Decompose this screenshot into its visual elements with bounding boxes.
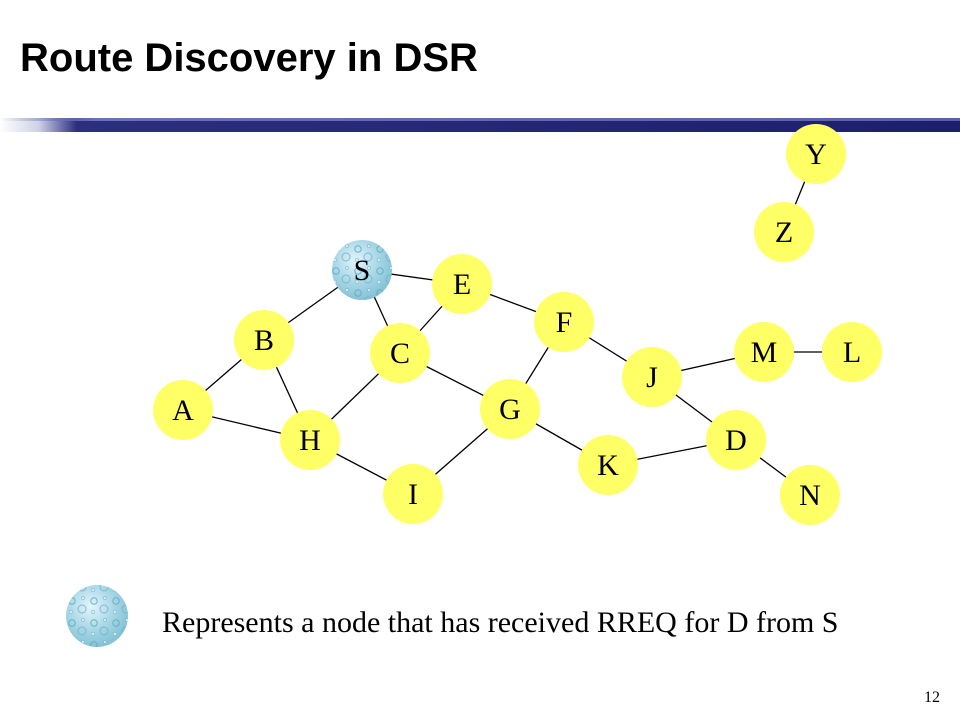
node-l-circle — [822, 322, 882, 382]
node-k-label: K — [597, 449, 619, 482]
node-i-label: I — [408, 478, 418, 511]
node-j: J — [622, 347, 682, 407]
slide-title: Route Discovery in DSR — [20, 36, 478, 80]
node-m: M — [734, 322, 794, 382]
node-h-label: H — [299, 424, 321, 457]
node-e: E — [432, 254, 492, 314]
node-d-label: D — [725, 424, 747, 457]
node-i: I — [383, 464, 443, 524]
node-y: Y — [786, 124, 846, 184]
node-c-label: C — [390, 337, 410, 370]
node-layer: S E B C F A H G I J K M L D N Y Z — [153, 124, 882, 525]
node-k: K — [578, 435, 638, 495]
node-h: H — [280, 410, 340, 470]
node-b-label: B — [254, 324, 274, 357]
node-h-circle — [280, 410, 340, 470]
node-a: A — [153, 380, 213, 440]
node-b-circle — [234, 310, 294, 370]
legend-node-icon — [66, 585, 128, 647]
node-l: L — [822, 322, 882, 382]
page-number: 12 — [924, 689, 940, 706]
node-g-circle — [480, 379, 540, 439]
node-g-label: G — [499, 393, 521, 426]
node-j-circle — [622, 347, 682, 407]
node-d-circle — [706, 410, 766, 470]
node-y-label: Y — [805, 138, 827, 171]
node-c: C — [370, 323, 430, 383]
node-k-circle — [578, 435, 638, 495]
legend-text: Represents a node that has received RREQ… — [162, 606, 839, 639]
node-m-circle — [734, 322, 794, 382]
node-z-label: Z — [775, 216, 793, 249]
node-e-circle — [432, 254, 492, 314]
node-s: S — [332, 240, 392, 300]
node-e-label: E — [453, 268, 471, 301]
node-z: Z — [754, 202, 814, 262]
node-y-circle — [786, 124, 846, 184]
node-m-label: M — [751, 336, 778, 369]
node-g: G — [480, 379, 540, 439]
node-f-circle — [534, 292, 594, 352]
title-rule — [0, 118, 960, 132]
node-f: F — [534, 292, 594, 352]
rreq-texture — [332, 240, 392, 300]
node-c-circle — [370, 323, 430, 383]
node-s-label: S — [354, 254, 371, 287]
node-n: N — [780, 465, 840, 525]
node-j-label: J — [646, 361, 658, 394]
node-i-circle — [383, 464, 443, 524]
title-rule-highlight — [0, 118, 960, 121]
node-z-circle — [754, 202, 814, 262]
node-l-label: L — [843, 336, 861, 369]
node-d: D — [706, 410, 766, 470]
node-a-circle — [153, 380, 213, 440]
node-f-label: F — [556, 306, 573, 339]
node-b: B — [234, 310, 294, 370]
node-a-label: A — [172, 394, 194, 427]
node-n-circle — [780, 465, 840, 525]
node-n-label: N — [799, 479, 821, 512]
